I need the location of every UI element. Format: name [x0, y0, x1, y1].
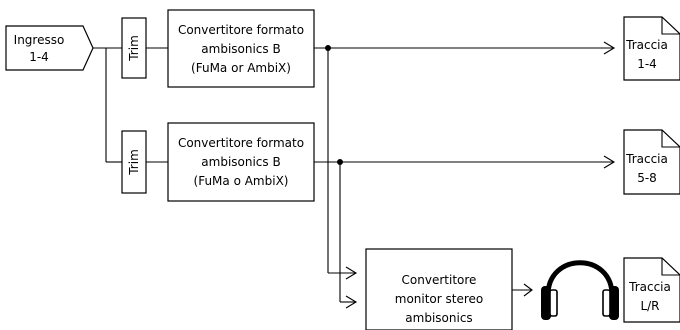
converter-block-1: Convertitore formato ambisonics B (FuMa … [167, 9, 315, 88]
monitor-converter-line3: ambisonics [405, 311, 472, 325]
trim-block-1: Trim [121, 17, 147, 79]
junction-dot-2 [337, 159, 343, 165]
monitor-converter-line1: Convertitore [402, 273, 477, 287]
trim-label-1: Trim [127, 35, 141, 62]
monitor-converter-line2: monitor stereo [395, 292, 484, 306]
monitor-converter-block: Convertitore monitor stereo ambisonics [365, 248, 513, 330]
track-doc-3: Traccia L/R [623, 257, 680, 323]
input-label-line1: Ingresso [14, 33, 65, 47]
converter-1-line2: ambisonics B [201, 42, 280, 56]
track-2-line1: Traccia [625, 152, 668, 166]
track-3-line2: L/R [640, 299, 659, 313]
converter-2-line1: Convertitore formato [178, 136, 304, 150]
track-2-line2: 5-8 [637, 171, 657, 185]
input-block: Ingresso 1-4 [5, 25, 94, 71]
track-doc-2: Traccia 5-8 [623, 129, 680, 195]
track-doc-1: Traccia 1-4 [623, 16, 680, 81]
converter-1-line1: Convertitore formato [178, 23, 304, 37]
track-3-line1: Traccia [628, 280, 671, 294]
input-label-line2: 1-4 [29, 50, 49, 64]
converter-1-line3: (FuMa or AmbiX) [191, 61, 291, 75]
junction-dot-1 [325, 45, 331, 51]
converter-2-line3: (FuMa o AmbiX) [194, 174, 289, 188]
trim-label-2: Trim [127, 149, 141, 176]
headphones-icon [541, 260, 619, 320]
track-1-line1: Traccia [625, 38, 668, 52]
track-1-line2: 1-4 [637, 57, 657, 71]
converter-2-line2: ambisonics B [201, 155, 280, 169]
input-split-wires [93, 47, 122, 163]
output-wires [314, 41, 616, 309]
converter-block-2: Convertitore formato ambisonics B (FuMa … [167, 122, 315, 202]
trim-block-2: Trim [121, 130, 147, 194]
